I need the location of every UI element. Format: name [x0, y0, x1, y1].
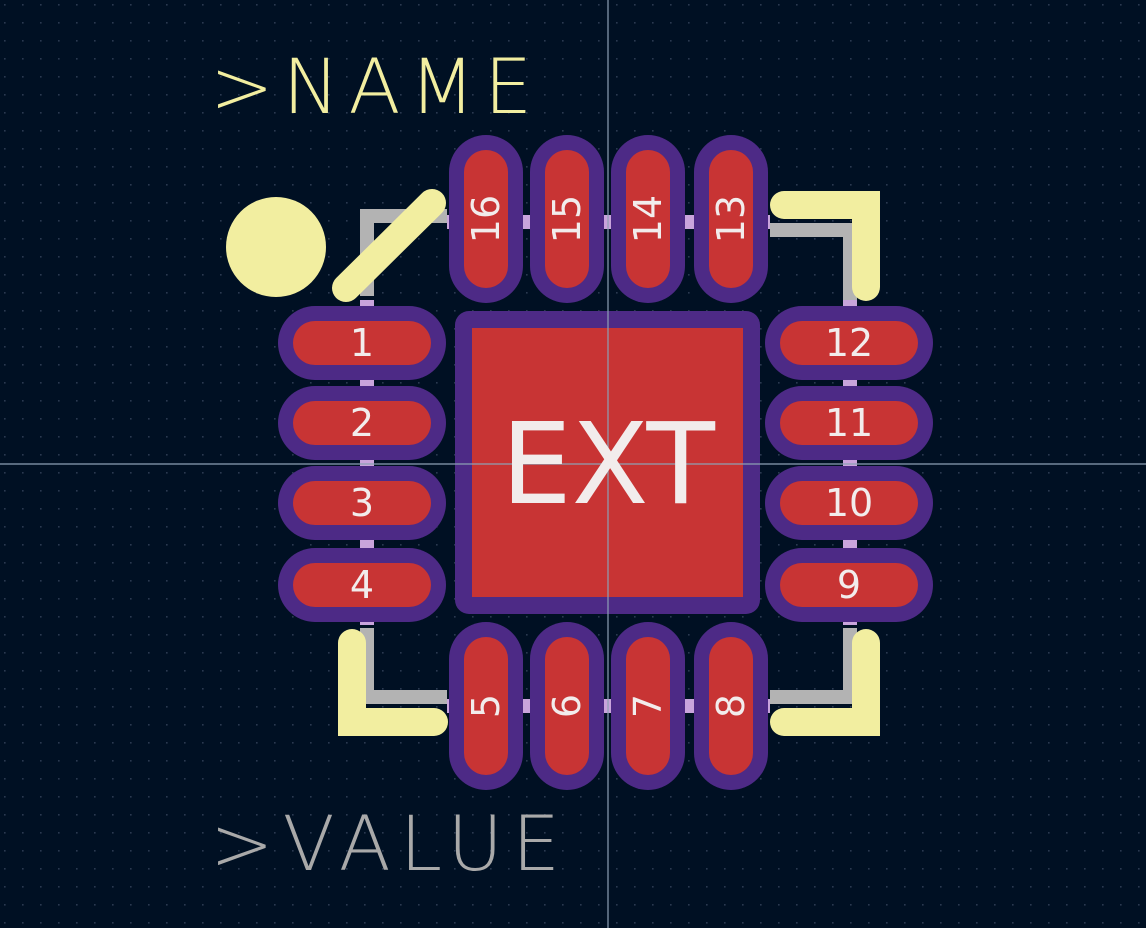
pad-top-1-label: 13 [709, 195, 753, 243]
silk-corner-top-right [770, 191, 880, 301]
silkscreen [332, 189, 880, 736]
value-label: >VALUE [210, 799, 569, 888]
pad-bottom-1-label: 5 [464, 694, 508, 718]
pad-right-4[interactable] [780, 321, 918, 365]
pad-left-2-label: 2 [350, 401, 374, 445]
pad-top-1[interactable] [709, 150, 753, 288]
pad-bottom-3-label: 7 [626, 694, 670, 718]
pad-bottom-2-label: 6 [545, 694, 589, 718]
pad-right-4-label: 12 [825, 321, 873, 365]
pad-left-3[interactable] [293, 481, 431, 525]
pad-left-1-label: 1 [350, 321, 374, 365]
pad-bottom-3[interactable] [626, 637, 670, 775]
pad-bottom-1[interactable] [464, 637, 508, 775]
pads-group [278, 135, 933, 790]
exposed-pad-label: EXT [501, 400, 716, 530]
pin1-chamfer-line [332, 189, 446, 302]
pad-top-4[interactable] [464, 150, 508, 288]
pad-top-3-label: 15 [545, 195, 589, 243]
pad-left-2[interactable] [293, 401, 431, 445]
pad-right-1-label: 9 [837, 563, 861, 607]
pad-bottom-4-label: 8 [709, 694, 753, 718]
pad-top-2[interactable] [626, 150, 670, 288]
pad-top-4-label: 16 [464, 195, 508, 243]
pad-right-1[interactable] [780, 563, 918, 607]
pad-top-2-label: 14 [626, 195, 670, 243]
pin1-marker-dot [226, 197, 326, 297]
reference-label: >NAME [210, 42, 541, 131]
silk-corner-bottom-right [770, 629, 880, 736]
pad-left-1[interactable] [293, 321, 431, 365]
pad-left-4[interactable] [293, 563, 431, 607]
pad-top-3[interactable] [545, 150, 589, 288]
pad-bottom-2[interactable] [545, 637, 589, 775]
pad-bottom-4[interactable] [709, 637, 753, 775]
pad-right-3-label: 11 [825, 401, 873, 445]
pad-left-4-label: 4 [350, 563, 374, 607]
pad-right-3[interactable] [780, 401, 918, 445]
pad-left-3-label: 3 [350, 481, 374, 525]
pad-right-2-label: 10 [825, 481, 873, 525]
pad-right-2[interactable] [780, 481, 918, 525]
silk-corner-bottom-left [338, 629, 448, 736]
